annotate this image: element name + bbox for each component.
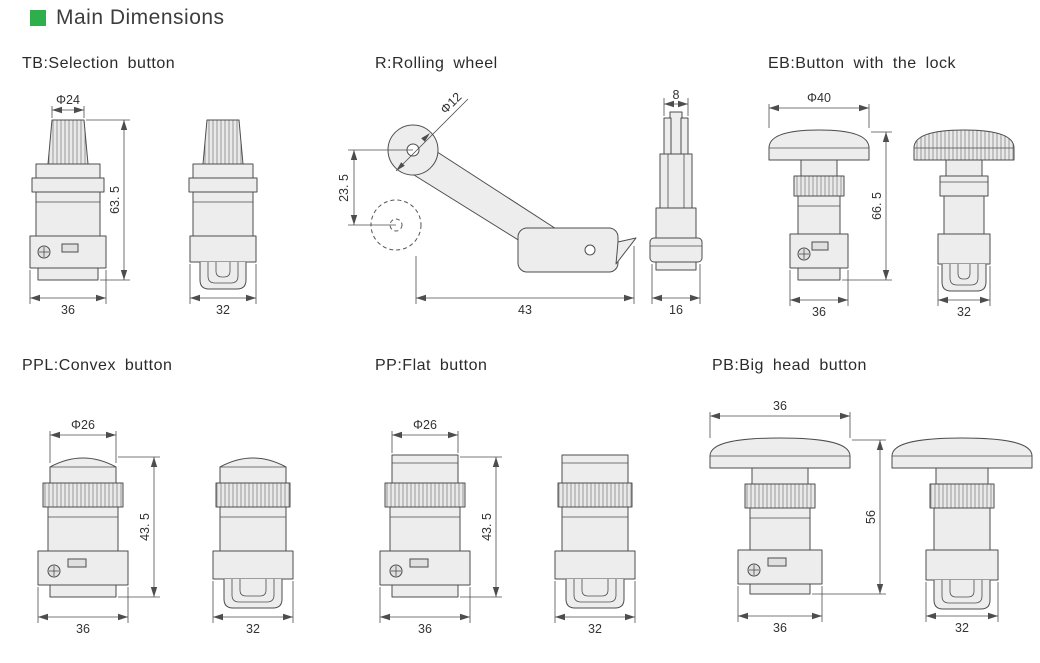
eb-terminal-clamps (941, 264, 987, 292)
eb-front-view: Φ40 66. 5 36 (768, 91, 892, 319)
eb-side-width-dimension: 32 (957, 305, 971, 319)
pb-front-width-dimension: 36 (773, 621, 787, 635)
tb-terminal-clamps (199, 262, 247, 290)
section-title-ppl: PPL:Convex button (22, 357, 173, 374)
pb-side-view: 32 (891, 437, 1033, 635)
pb-front-view: 36 56 36 (709, 399, 886, 635)
tb-side-view: 32 (188, 119, 258, 317)
pb-big-head (709, 437, 851, 469)
pp-height-dimension: 43. 5 (480, 513, 494, 541)
ppl-side-view: 32 (212, 457, 294, 636)
eb-side-view: 32 (913, 129, 1015, 319)
page-header: Main Dimensions (30, 6, 225, 30)
pb-side-width-dimension: 32 (955, 621, 969, 635)
eb-dia-dimension: Φ40 (807, 91, 831, 105)
r-base-width-dimension: 16 (669, 303, 683, 317)
pp-terminal-clamps (565, 579, 625, 609)
r-length-dimension: 43 (518, 303, 532, 317)
pp-drawing: Φ26 43. 5 36 (379, 418, 636, 636)
ppl-drawing: Φ26 43. 5 36 (37, 418, 294, 636)
pb-drawing: 36 56 36 (709, 399, 1033, 635)
section-title-pp: PP:Flat button (375, 357, 488, 374)
tb-height-dimension: 63. 5 (108, 186, 122, 214)
r-lever-view: 23. 5 Φ12 43 (337, 90, 637, 317)
tb-drawing: Φ24 63. 5 36 (29, 93, 258, 317)
eb-mushroom-head (768, 129, 870, 161)
section-title-r: R:Rolling wheel (375, 55, 498, 72)
pp-side-view: 32 (554, 454, 636, 636)
page-title: Main Dimensions (56, 6, 225, 29)
eb-drawing: Φ40 66. 5 36 (768, 91, 1015, 319)
eb-height-dimension: 66. 5 (870, 192, 884, 220)
ppl-height-dimension: 43. 5 (138, 513, 152, 541)
r-side-view: 8 16 (649, 88, 703, 317)
tb-front-tab (61, 243, 79, 253)
pp-front-view: Φ26 43. 5 36 (379, 418, 502, 636)
ppl-side-width-dimension: 32 (246, 622, 260, 636)
r-travel-dimension: 23. 5 (337, 174, 351, 202)
pp-dia-dimension: Φ26 (413, 418, 437, 432)
pp-side-width-dimension: 32 (588, 622, 602, 636)
tb-side-width-dimension: 32 (216, 303, 230, 317)
r-pivot-hole (584, 244, 596, 256)
tb-dia-dimension: Φ24 (56, 93, 80, 107)
pb-head-width-dimension: 36 (773, 399, 787, 413)
r-wheel-dia-dimension: Φ12 (438, 90, 465, 117)
ppl-front-width-dimension: 36 (76, 622, 90, 636)
pb-height-dimension: 56 (864, 510, 878, 524)
pp-front-width-dimension: 36 (418, 622, 432, 636)
pp-flat-cap (391, 454, 459, 484)
ppl-dia-dimension: Φ26 (71, 418, 95, 432)
tb-front-view: Φ24 63. 5 36 (29, 93, 130, 317)
ppl-terminal-clamps (223, 579, 283, 609)
section-title-eb: EB:Button with the lock (768, 55, 957, 72)
eb-front-width-dimension: 36 (812, 305, 826, 319)
pb-terminal-clamps (933, 580, 991, 610)
ppl-convex-cap (49, 457, 117, 484)
r-drawing: 23. 5 Φ12 43 8 16 (337, 88, 703, 317)
r-lever-body (517, 227, 619, 273)
green-square-bullet-icon (30, 10, 46, 26)
tb-front-width-dimension: 36 (61, 303, 75, 317)
r-top-width-dimension: 8 (673, 88, 680, 102)
section-title-tb: TB:Selection button (22, 55, 176, 72)
ppl-front-view: Φ26 43. 5 36 (37, 418, 160, 636)
section-title-pb: PB:Big head button (712, 357, 867, 374)
